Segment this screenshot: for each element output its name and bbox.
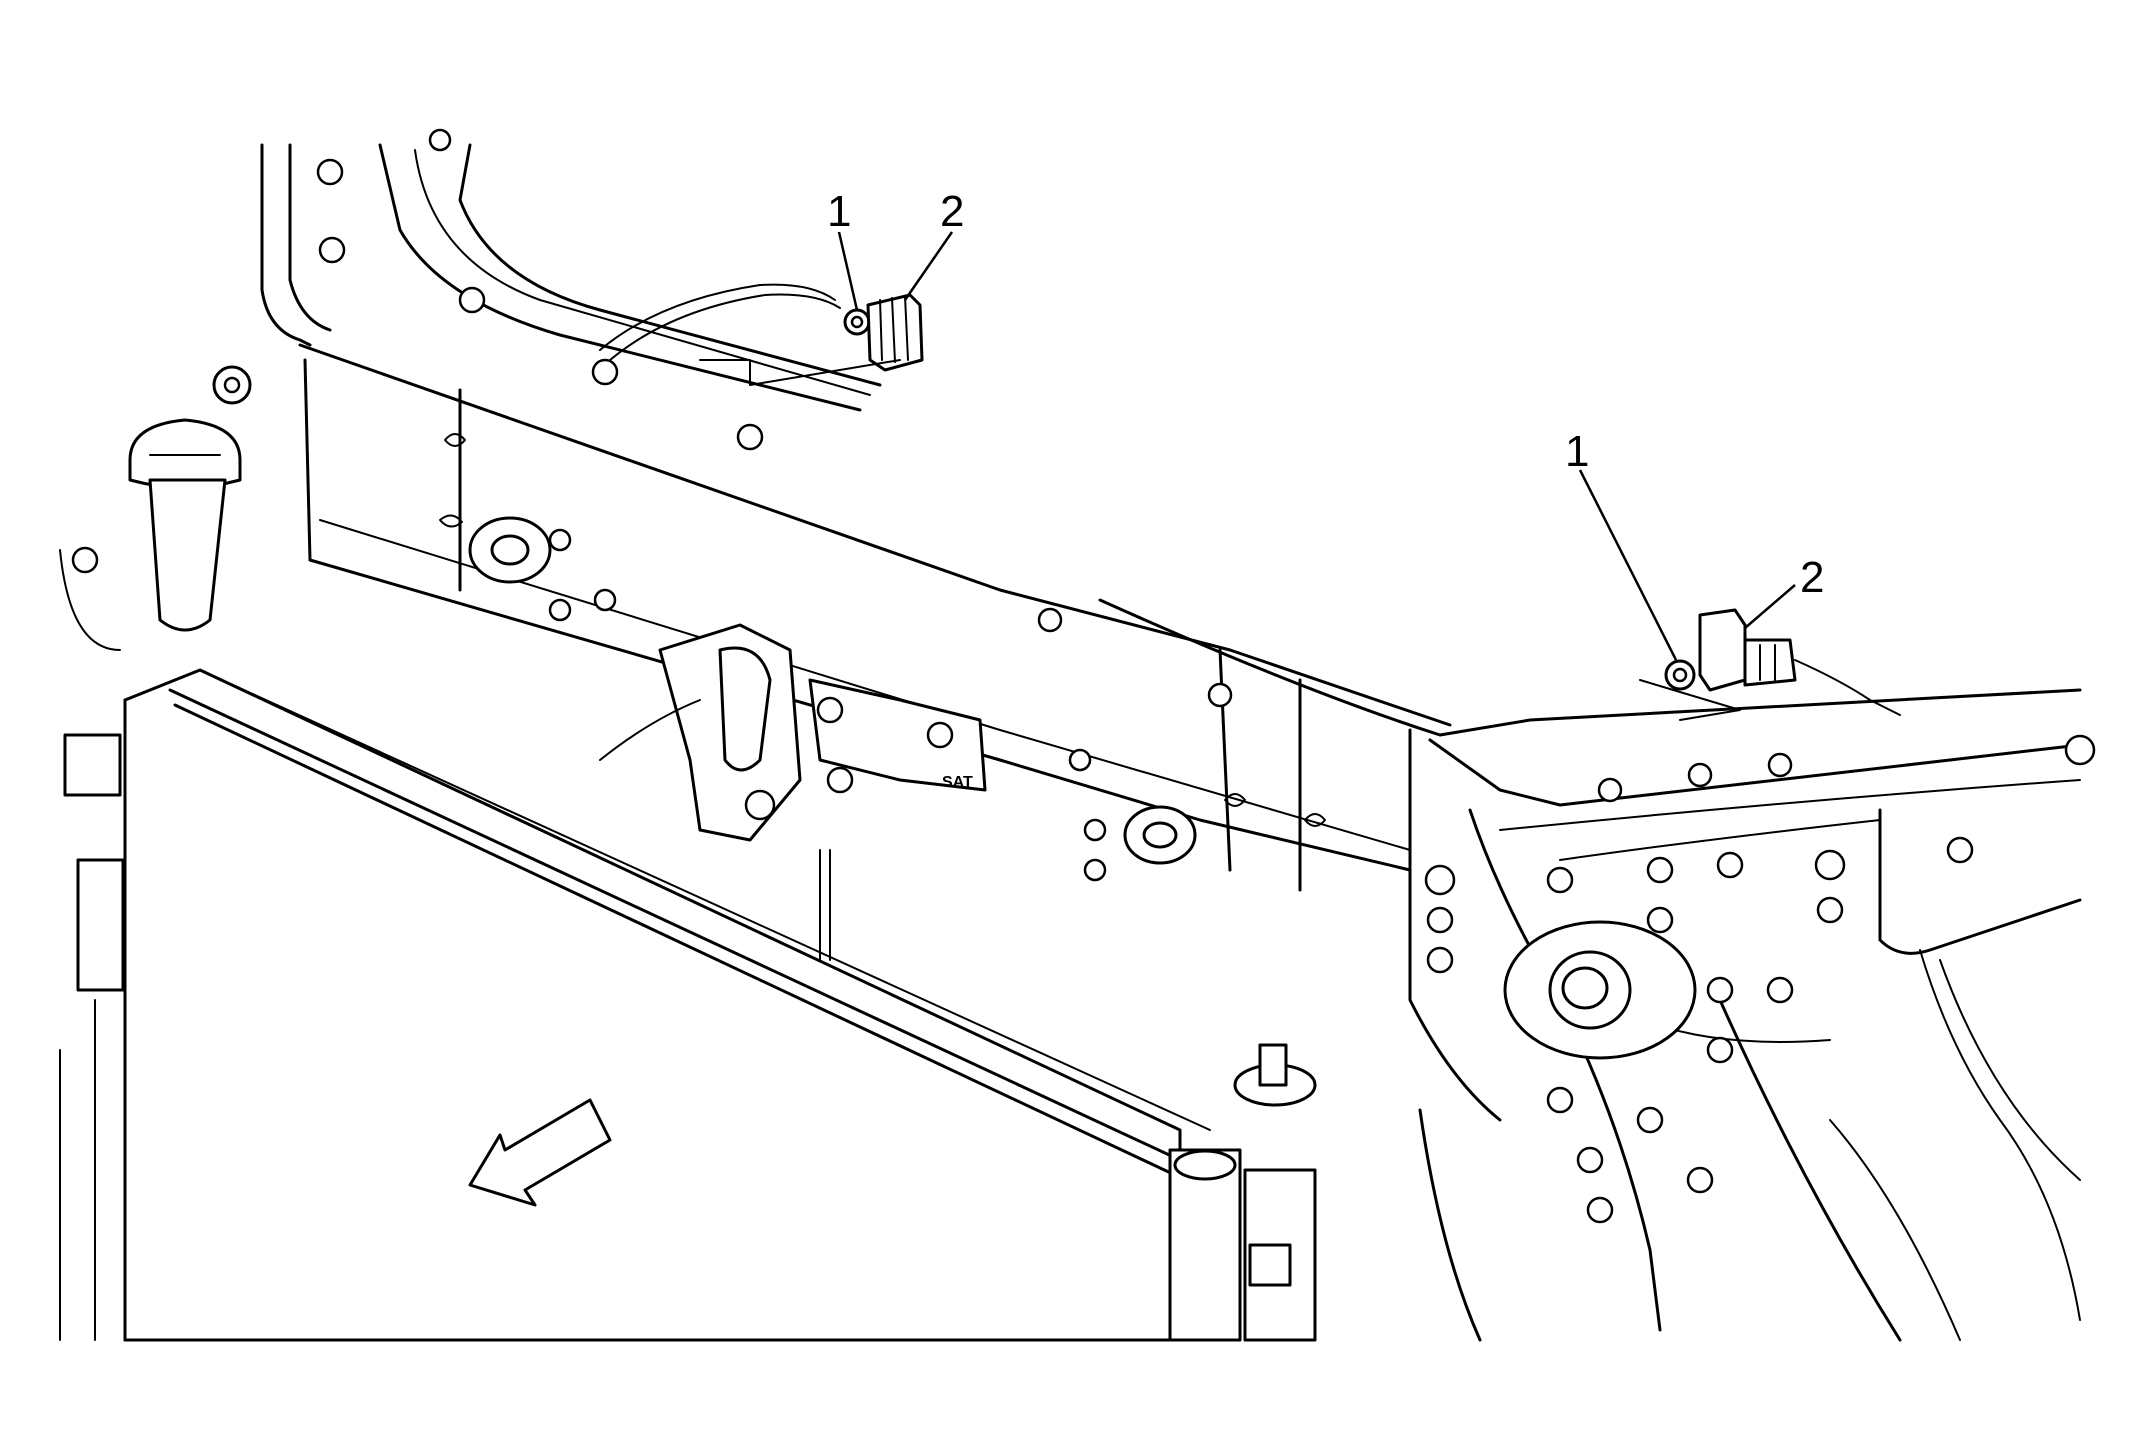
callouts: 1 2 1 2 bbox=[827, 187, 1824, 661]
callout-1-upper-left: 1 bbox=[827, 187, 851, 236]
hood-ajar-harness-upper bbox=[599, 283, 841, 361]
callout-2-upper-left: 2 bbox=[940, 187, 964, 236]
hood-latch: SAT bbox=[599, 623, 987, 961]
callout-1-right: 1 bbox=[1565, 427, 1589, 476]
upper-frame-rail bbox=[260, 128, 882, 451]
radiator-support-crossmember bbox=[298, 343, 1452, 992]
stamp-text: SAT bbox=[942, 774, 973, 791]
right-sensor bbox=[1639, 608, 1901, 721]
upper-left-sensor bbox=[699, 293, 924, 386]
right-connector bbox=[1743, 638, 1797, 687]
condenser bbox=[59, 668, 1317, 1342]
right-frame-apron bbox=[1037, 598, 2096, 1342]
callout-2-right: 2 bbox=[1800, 553, 1824, 602]
forward-arrow-icon bbox=[468, 1098, 612, 1207]
coolant-reservoir bbox=[59, 365, 252, 651]
